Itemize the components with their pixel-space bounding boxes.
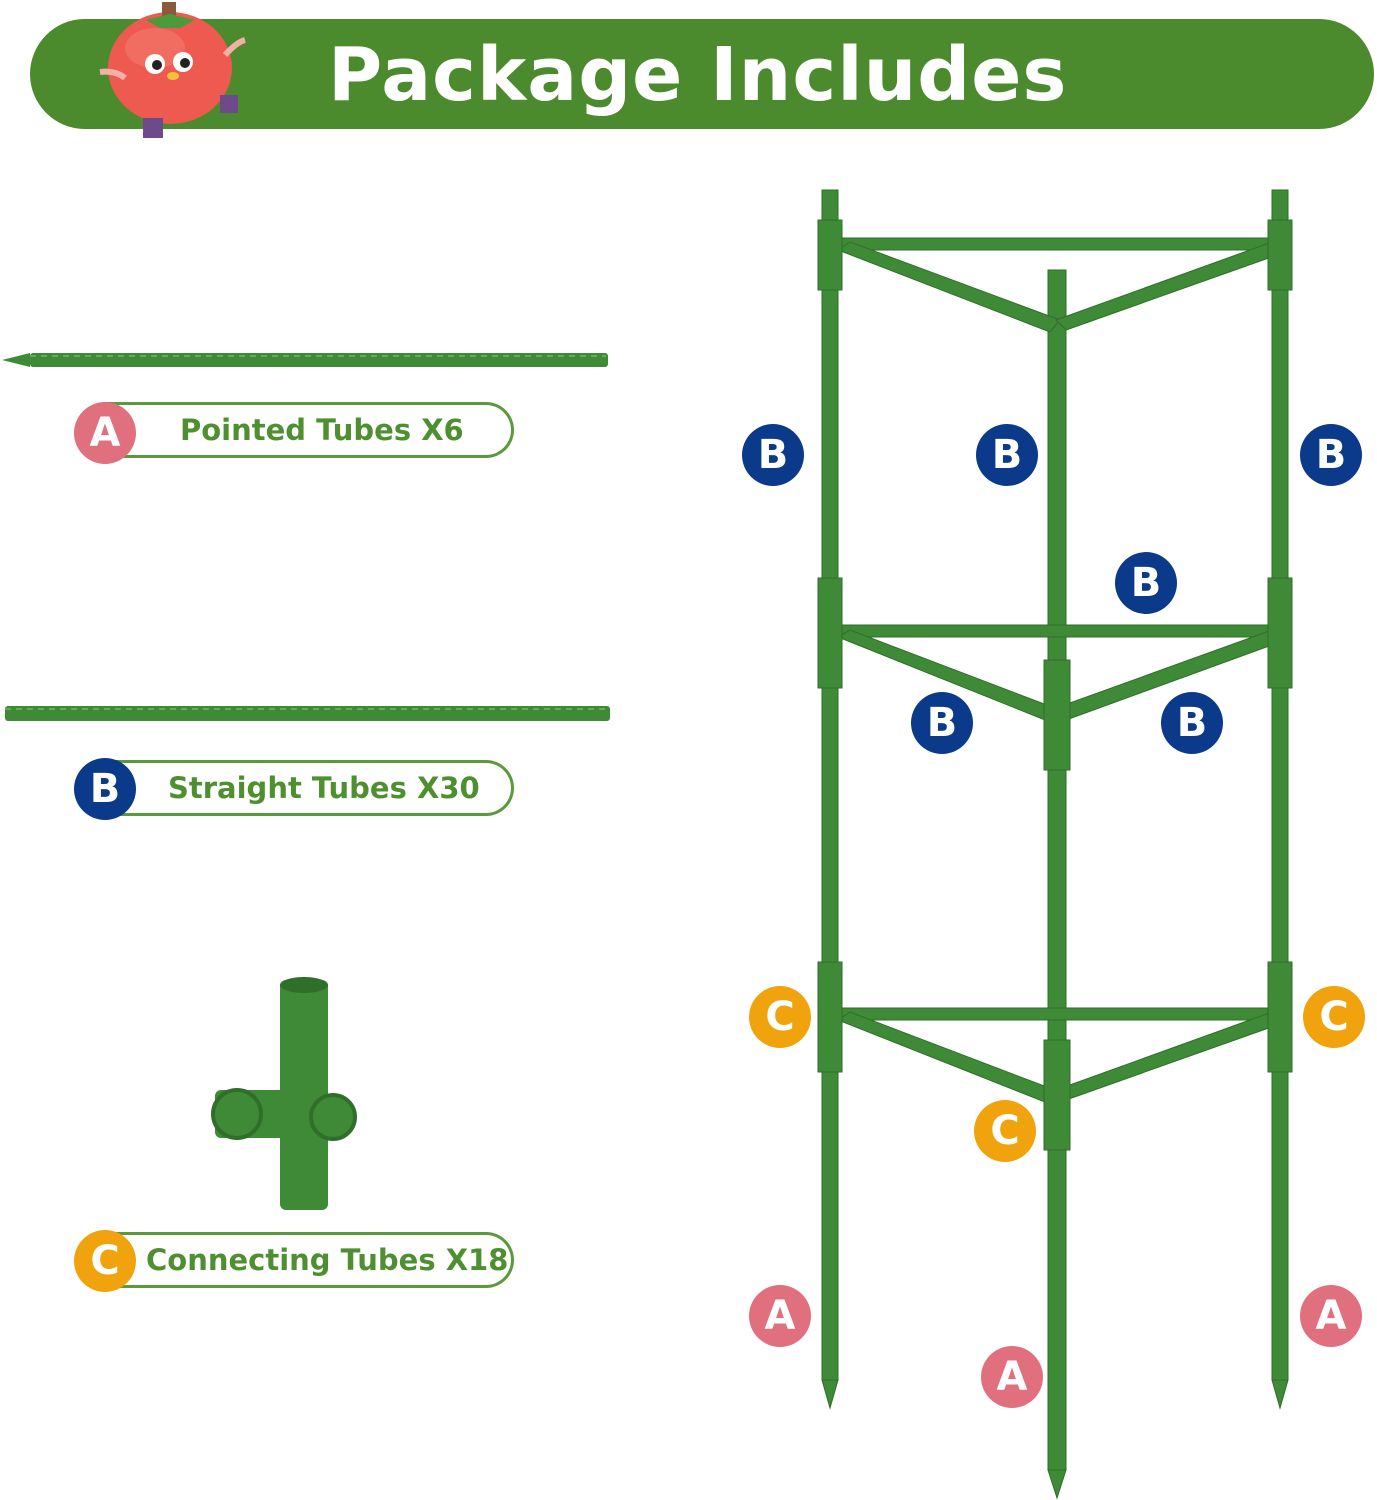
badge-c-legend: C — [74, 1230, 136, 1292]
diagram-badge-a: A — [1300, 1285, 1362, 1347]
connecting-tubes-name: Connecting Tubes — [146, 1243, 436, 1277]
diagram-badge-a: A — [749, 1285, 811, 1347]
diagram-badge-c: C — [974, 1100, 1036, 1162]
pointed-tubes-qty: X6 — [421, 413, 464, 447]
diagram-badge-a: A — [981, 1346, 1043, 1408]
assembled-trellis-image — [817, 189, 1293, 1500]
badge-a-legend: A — [74, 402, 136, 464]
pointed-tube-image — [2, 353, 608, 367]
page-title: Package Includes — [328, 32, 1068, 118]
straight-tube-image — [5, 706, 610, 721]
connector-image — [211, 977, 357, 1210]
connecting-tubes-label: Connecting Tubes X18 — [104, 1232, 514, 1288]
diagram-badge-c: C — [1303, 986, 1365, 1048]
straight-tubes-name: Straight Tubes — [168, 771, 407, 805]
straight-tubes-qty: X30 — [416, 771, 480, 805]
diagram-badge-b: B — [1115, 552, 1177, 614]
diagram-badge-b: B — [1300, 424, 1362, 486]
header-banner — [30, 19, 1374, 129]
tomato-mascot-icon — [99, 2, 246, 138]
diagram-badge-b: B — [976, 424, 1038, 486]
badge-b-legend: B — [74, 758, 136, 820]
straight-tubes-label: Straight Tubes X30 — [104, 760, 514, 816]
diagram-badge-c: C — [749, 986, 811, 1048]
diagram-badge-b: B — [911, 692, 973, 754]
diagram-badge-b: B — [1161, 692, 1223, 754]
connecting-tubes-qty: X18 — [445, 1243, 509, 1277]
pointed-tubes-label: Pointed Tubes X6 — [104, 402, 514, 458]
diagram-badge-b: B — [742, 424, 804, 486]
pointed-tubes-name: Pointed Tubes — [180, 413, 412, 447]
